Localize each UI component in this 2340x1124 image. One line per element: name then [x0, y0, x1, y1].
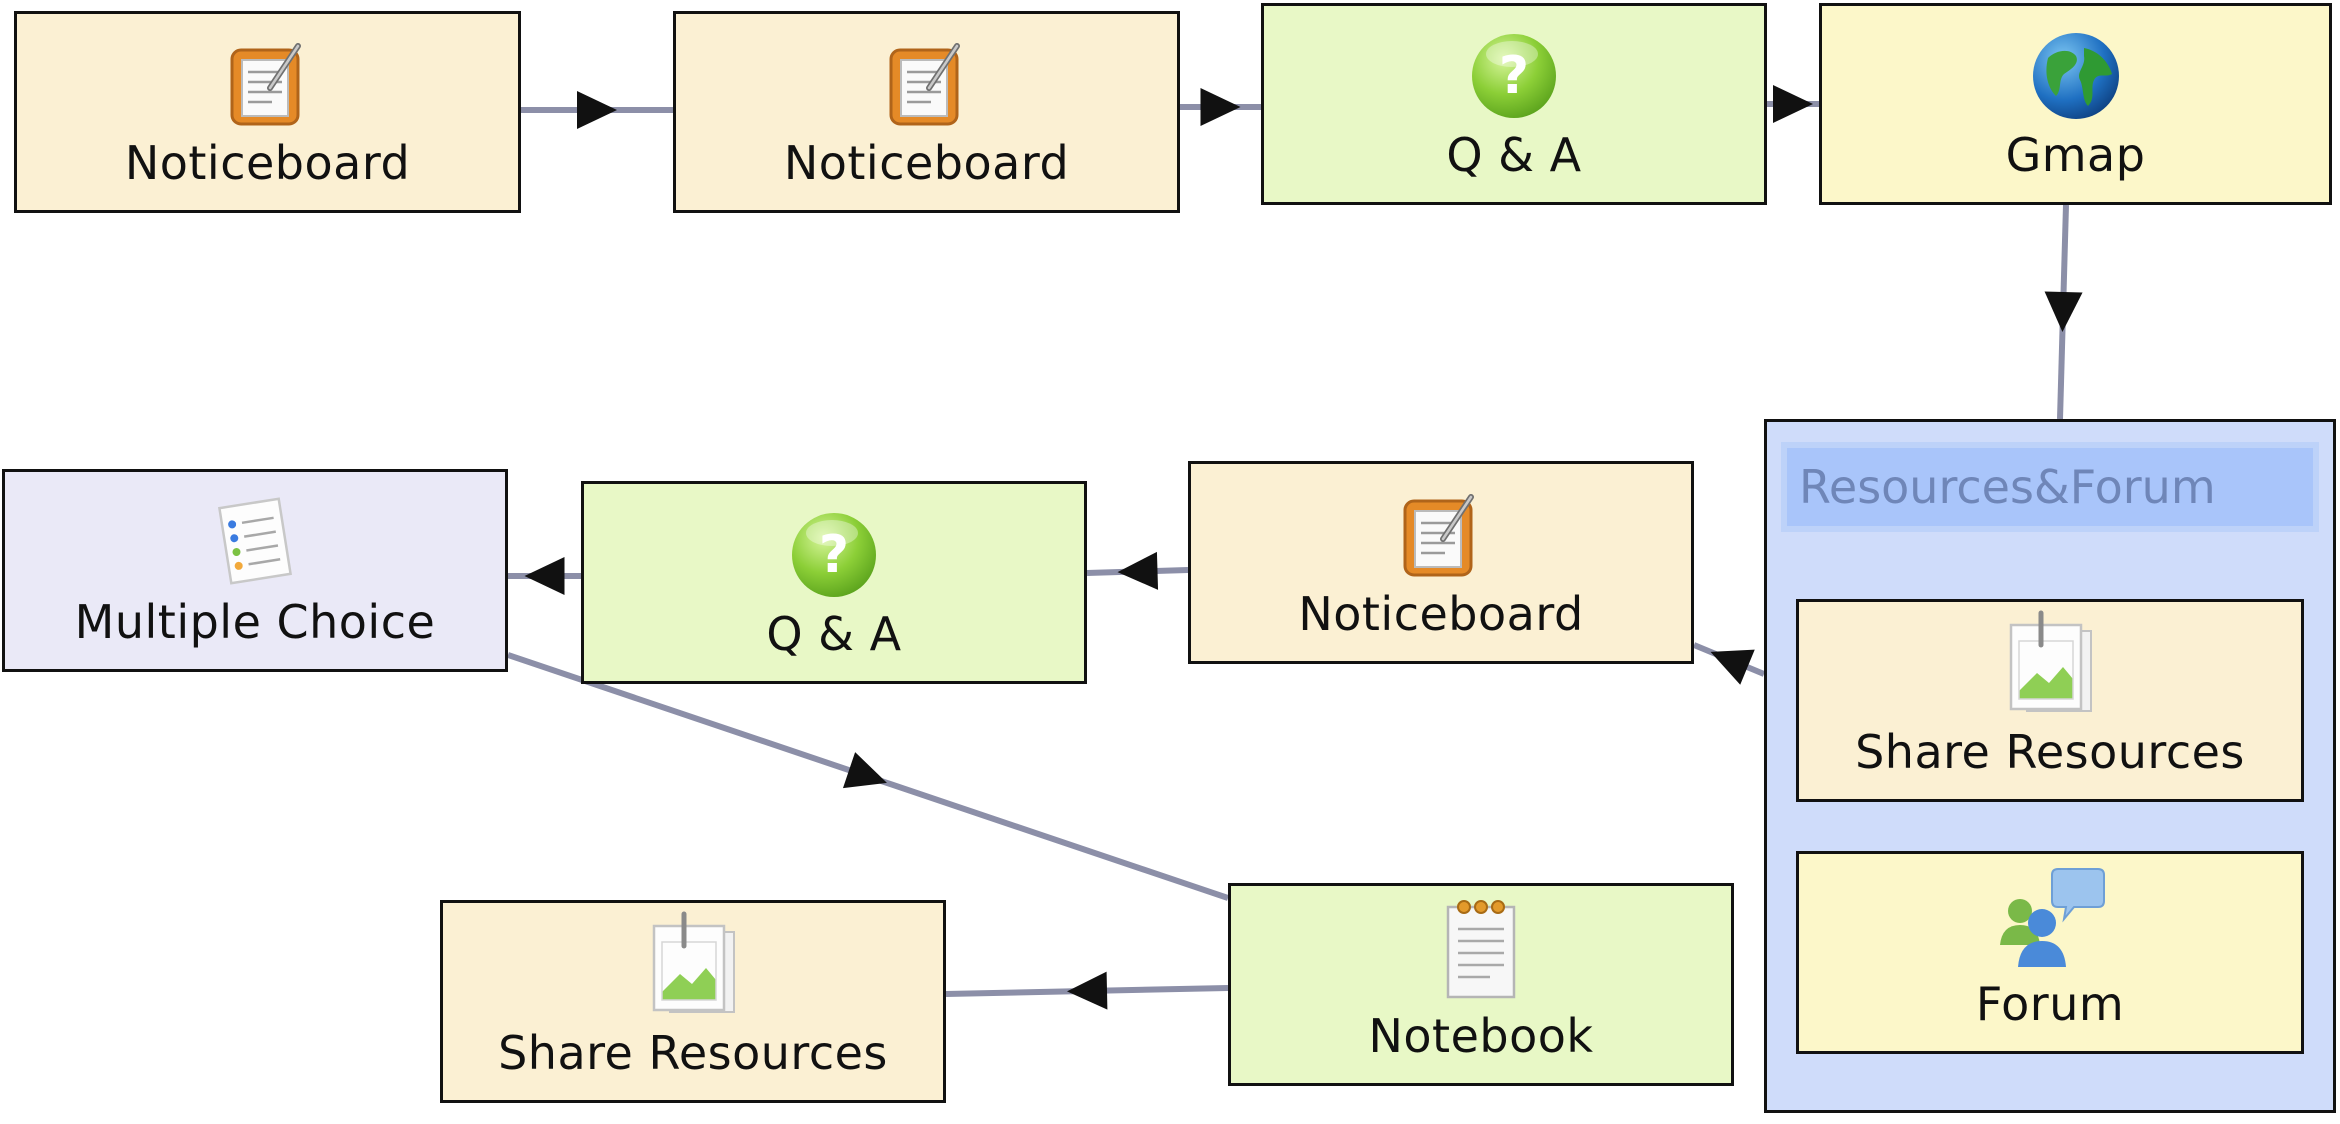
connector-group-n5[interactable] [1692, 642, 1766, 685]
noticeboard-icon [1399, 489, 1483, 581]
group-title: Resources&Forum [1781, 442, 2319, 532]
checklist-icon [207, 493, 303, 589]
node-label: Q & A [766, 607, 902, 661]
connector-n6-n7[interactable] [508, 557, 581, 595]
node-gmap[interactable]: Gmap [1819, 3, 2332, 205]
connector-n5-n6[interactable] [1086, 551, 1189, 590]
connector-n1-n2[interactable] [521, 91, 673, 129]
node-label: Forum [1975, 977, 2125, 1031]
noticeboard-icon [885, 38, 969, 130]
notepad-icon [1440, 895, 1522, 1003]
node-label: Noticeboard [1298, 587, 1584, 641]
node-notebook[interactable]: Notebook [1228, 883, 1734, 1086]
forum-users-icon [1994, 867, 2106, 971]
noticeboard-icon [226, 38, 310, 130]
arrowhead-icon [1067, 971, 1108, 1010]
node-label: Notebook [1368, 1009, 1594, 1063]
node-label: Gmap [2005, 128, 2146, 182]
node-noticeboard[interactable]: Noticeboard [14, 11, 521, 213]
arrowhead-icon [577, 91, 617, 129]
node-label: Share Resources [498, 1026, 888, 1080]
node-forum[interactable]: Forum [1796, 851, 2304, 1054]
node-share-resources[interactable]: Share Resources [1796, 599, 2304, 802]
arrowhead-icon [1117, 551, 1159, 590]
node-label: Q & A [1446, 128, 1582, 182]
connector-n8-n9[interactable] [945, 971, 1229, 1010]
node-q-and-a[interactable]: ? Q & A [1261, 3, 1767, 205]
node-q-and-a[interactable]: ? Q & A [581, 481, 1087, 684]
connector-n3-n4[interactable] [1767, 85, 1819, 123]
arrowhead-icon [1773, 85, 1813, 123]
node-label: Share Resources [1855, 725, 2245, 779]
connector-n2-n3[interactable] [1180, 88, 1261, 126]
arrowhead-icon [2044, 291, 2083, 332]
svg-text:?: ? [1499, 46, 1529, 106]
node-label: Multiple Choice [74, 595, 436, 649]
svg-text:?: ? [819, 525, 849, 585]
node-noticeboard[interactable]: Noticeboard [673, 11, 1180, 213]
connector-n4-group[interactable] [2044, 204, 2083, 420]
node-multiple-choice[interactable]: Multiple Choice [2, 469, 508, 672]
arrowhead-icon [842, 752, 887, 789]
node-noticeboard[interactable]: Noticeboard [1188, 461, 1694, 664]
connector-n7-n8[interactable] [507, 652, 1229, 901]
image-file-icon [644, 910, 742, 1020]
node-label: Noticeboard [783, 136, 1070, 190]
image-file-icon [2001, 609, 2099, 719]
arrowhead-icon [1200, 88, 1241, 126]
node-label: Noticeboard [124, 136, 411, 190]
question-icon: ? [788, 509, 880, 601]
arrowhead-icon [1710, 649, 1755, 685]
globe-icon [2026, 22, 2126, 122]
question-icon: ? [1468, 30, 1560, 122]
arrowhead-icon [524, 557, 565, 595]
node-share-resources[interactable]: Share Resources [440, 900, 946, 1103]
